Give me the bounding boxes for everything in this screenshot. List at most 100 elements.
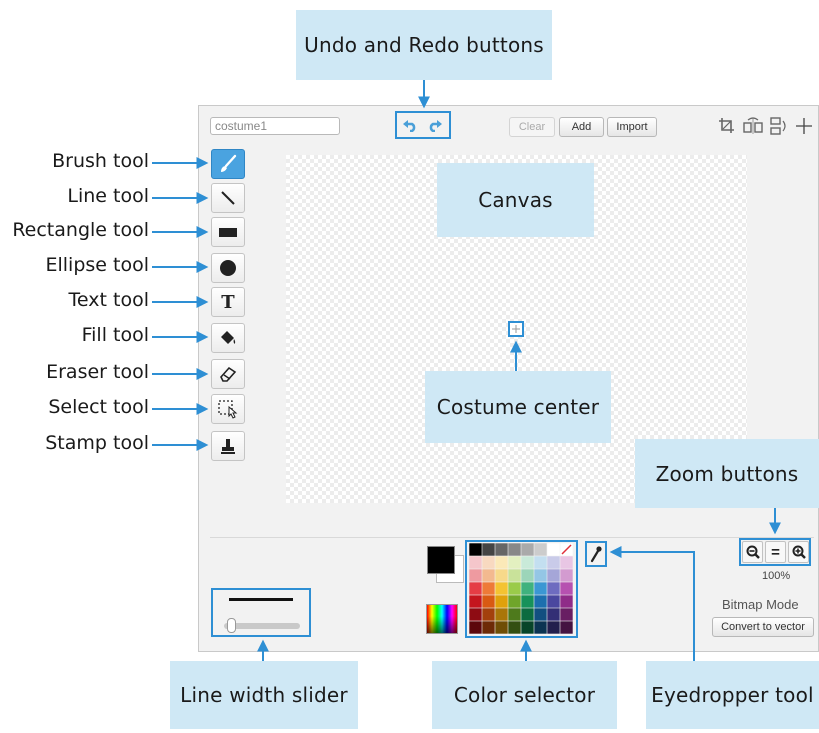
tool-label: Rectangle tool <box>12 219 149 241</box>
eyedropper-icon <box>590 546 602 563</box>
color-palette[interactable] <box>469 543 575 635</box>
flip-horizontal-icon[interactable] <box>742 116 764 136</box>
palette-swatch[interactable] <box>560 582 573 595</box>
palette-swatch[interactable] <box>495 556 508 569</box>
line-tool-button[interactable] <box>211 183 245 213</box>
palette-swatch[interactable] <box>521 569 534 582</box>
palette-swatch[interactable] <box>495 569 508 582</box>
palette-swatch[interactable] <box>521 608 534 621</box>
palette-swatch[interactable] <box>495 595 508 608</box>
palette-swatch[interactable] <box>508 556 521 569</box>
costume-name-input[interactable]: costume1 <box>210 117 340 135</box>
palette-swatch[interactable] <box>521 595 534 608</box>
palette-swatch[interactable] <box>534 621 547 634</box>
palette-swatch[interactable] <box>521 543 534 556</box>
eyedropper-button[interactable] <box>587 543 605 565</box>
clear-button[interactable]: Clear <box>509 117 555 137</box>
palette-swatch[interactable] <box>495 582 508 595</box>
palette-swatch[interactable] <box>508 582 521 595</box>
line-width-slider-handle[interactable] <box>227 618 236 633</box>
palette-swatch[interactable] <box>534 582 547 595</box>
tool-label: Line tool <box>67 185 149 207</box>
palette-swatch[interactable] <box>469 582 482 595</box>
rectangle-tool-button[interactable] <box>211 217 245 247</box>
undo-redo-callout: Undo and Redo buttons <box>296 10 552 80</box>
flip-vertical-icon[interactable] <box>768 116 788 136</box>
ellipse-tool-button[interactable] <box>211 253 245 283</box>
palette-swatch[interactable] <box>534 595 547 608</box>
import-button[interactable]: Import <box>607 117 657 137</box>
palette-swatch[interactable] <box>482 582 495 595</box>
redo-button[interactable] <box>425 114 445 136</box>
palette-swatch[interactable] <box>469 621 482 634</box>
line-width-highlight <box>211 588 311 637</box>
palette-swatch[interactable] <box>508 569 521 582</box>
palette-swatch[interactable] <box>560 556 573 569</box>
add-button[interactable]: Add <box>559 117 604 137</box>
fill-tool-button[interactable] <box>211 323 245 353</box>
crosshair-icon <box>512 325 520 333</box>
color-selector-callout: Color selector <box>432 661 617 729</box>
palette-swatch[interactable] <box>482 556 495 569</box>
convert-to-vector-button[interactable]: Convert to vector <box>712 617 814 637</box>
palette-swatch[interactable] <box>508 543 521 556</box>
palette-swatch[interactable] <box>534 608 547 621</box>
zoom-reset-button[interactable]: = <box>765 541 786 563</box>
palette-swatch[interactable] <box>560 608 573 621</box>
line-width-slider-track[interactable] <box>224 623 300 629</box>
palette-swatch[interactable] <box>508 621 521 634</box>
text-tool-button[interactable]: T <box>211 287 245 317</box>
undo-button[interactable] <box>400 114 420 136</box>
palette-swatch[interactable] <box>534 556 547 569</box>
palette-swatch[interactable] <box>547 621 560 634</box>
palette-swatch[interactable] <box>482 569 495 582</box>
color-spectrum-button[interactable] <box>426 604 458 634</box>
eraser-tool-button[interactable] <box>211 359 245 389</box>
palette-swatch[interactable] <box>469 556 482 569</box>
palette-swatch[interactable] <box>547 543 560 556</box>
palette-swatch[interactable] <box>521 556 534 569</box>
palette-swatch[interactable] <box>469 595 482 608</box>
primary-color-swatch[interactable] <box>427 546 455 574</box>
palette-swatch[interactable] <box>469 543 482 556</box>
stamp-tool-button[interactable] <box>211 431 245 461</box>
palette-swatch[interactable] <box>547 595 560 608</box>
eyedropper-highlight <box>585 541 607 567</box>
palette-swatch[interactable] <box>482 608 495 621</box>
line-width-callout: Line width slider <box>170 661 358 729</box>
palette-swatch[interactable] <box>534 543 547 556</box>
zoom-level: 100% <box>762 570 791 582</box>
zoom-out-icon <box>746 545 760 559</box>
set-center-icon[interactable] <box>794 116 814 136</box>
select-tool-button[interactable] <box>211 394 245 424</box>
crop-icon[interactable] <box>718 116 736 136</box>
palette-swatch[interactable] <box>495 543 508 556</box>
palette-swatch[interactable] <box>547 569 560 582</box>
brush-tool-button[interactable] <box>211 149 245 179</box>
palette-swatch[interactable] <box>521 621 534 634</box>
palette-swatch[interactable] <box>534 569 547 582</box>
tool-labels: Brush tool Line tool Rectangle tool Elli… <box>0 0 149 733</box>
palette-swatch[interactable] <box>560 621 573 634</box>
palette-swatch[interactable] <box>547 556 560 569</box>
palette-swatch[interactable] <box>482 621 495 634</box>
palette-swatch[interactable] <box>469 569 482 582</box>
text-icon: T <box>221 291 235 313</box>
palette-swatch[interactable] <box>482 595 495 608</box>
palette-swatch[interactable] <box>469 608 482 621</box>
zoom-out-button[interactable] <box>742 541 763 563</box>
palette-swatch[interactable] <box>560 569 573 582</box>
palette-swatch[interactable] <box>482 543 495 556</box>
palette-swatch[interactable] <box>495 621 508 634</box>
palette-swatch[interactable] <box>508 608 521 621</box>
eraser-icon <box>220 366 237 382</box>
palette-swatch[interactable] <box>547 582 560 595</box>
stamp-icon <box>221 439 235 454</box>
zoom-in-button[interactable] <box>788 541 809 563</box>
palette-swatch[interactable] <box>508 595 521 608</box>
palette-swatch[interactable] <box>521 582 534 595</box>
palette-swatch[interactable] <box>560 595 573 608</box>
palette-swatch[interactable] <box>547 608 560 621</box>
palette-swatch[interactable] <box>495 608 508 621</box>
